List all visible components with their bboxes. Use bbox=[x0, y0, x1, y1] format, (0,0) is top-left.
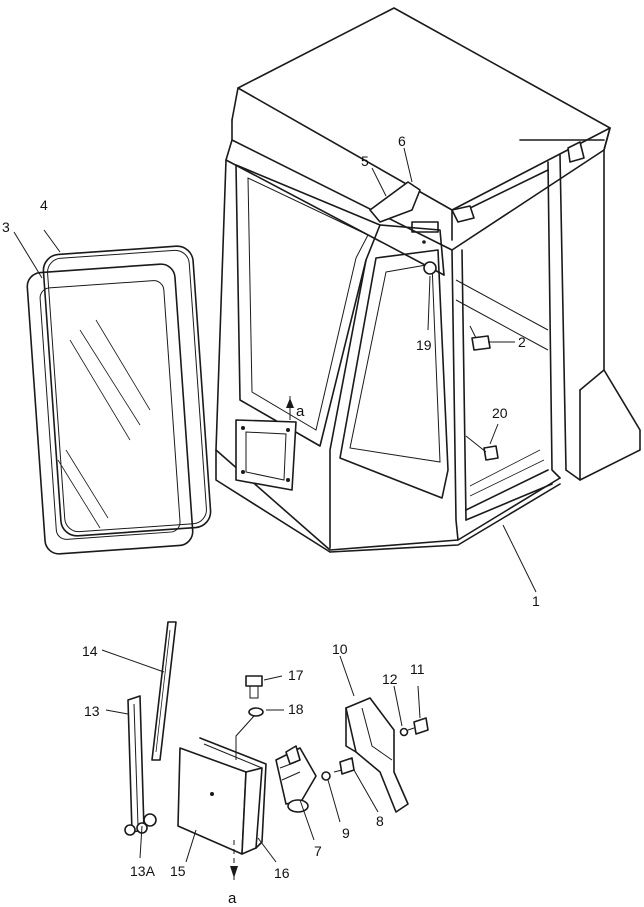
callout-16: 16 bbox=[274, 865, 290, 881]
motor-cover bbox=[177, 737, 267, 855]
cab-hardware bbox=[422, 240, 499, 461]
callout-18: 18 bbox=[288, 701, 304, 717]
callout-5: 5 bbox=[361, 153, 369, 169]
callout-10: 10 bbox=[332, 641, 348, 657]
callout-13a: 13A bbox=[130, 863, 156, 879]
callout-3: 3 bbox=[2, 219, 10, 235]
callout-15: 15 bbox=[170, 863, 186, 879]
reference-a-top: a bbox=[296, 403, 305, 420]
cab-frame bbox=[215, 7, 641, 553]
callout-8: 8 bbox=[376, 813, 384, 829]
weatherstrip bbox=[42, 245, 212, 537]
callout-19: 19 bbox=[416, 337, 432, 353]
bolt-17 bbox=[245, 675, 263, 699]
callout-7: 7 bbox=[314, 843, 322, 859]
washer-12 bbox=[399, 727, 409, 737]
callout-2: 2 bbox=[518, 334, 526, 350]
callout-12: 12 bbox=[382, 671, 398, 687]
callout-20: 20 bbox=[492, 405, 508, 421]
callout-17: 17 bbox=[288, 667, 304, 683]
callout-14: 14 bbox=[82, 643, 98, 659]
wiper-motor bbox=[275, 745, 317, 813]
washer-13a bbox=[143, 813, 157, 827]
reference-a-bottom: a bbox=[228, 890, 237, 907]
wiper-arm bbox=[124, 695, 148, 836]
bracket-10 bbox=[345, 697, 409, 813]
bolt-path-line bbox=[235, 715, 255, 760]
callout-9: 9 bbox=[342, 825, 350, 841]
window-glass bbox=[26, 263, 194, 555]
bolt-11 bbox=[407, 717, 429, 735]
callout-4: 4 bbox=[40, 197, 48, 213]
callout-11: 11 bbox=[410, 661, 425, 677]
washer-9 bbox=[321, 771, 331, 781]
bolt-8 bbox=[333, 757, 355, 775]
callout-13: 13 bbox=[84, 703, 100, 719]
wiper-blade bbox=[151, 621, 177, 761]
callout-1: 1 bbox=[532, 593, 540, 609]
washer-18 bbox=[248, 707, 264, 717]
callout-6: 6 bbox=[398, 133, 406, 149]
leader-lines bbox=[13, 147, 537, 880]
